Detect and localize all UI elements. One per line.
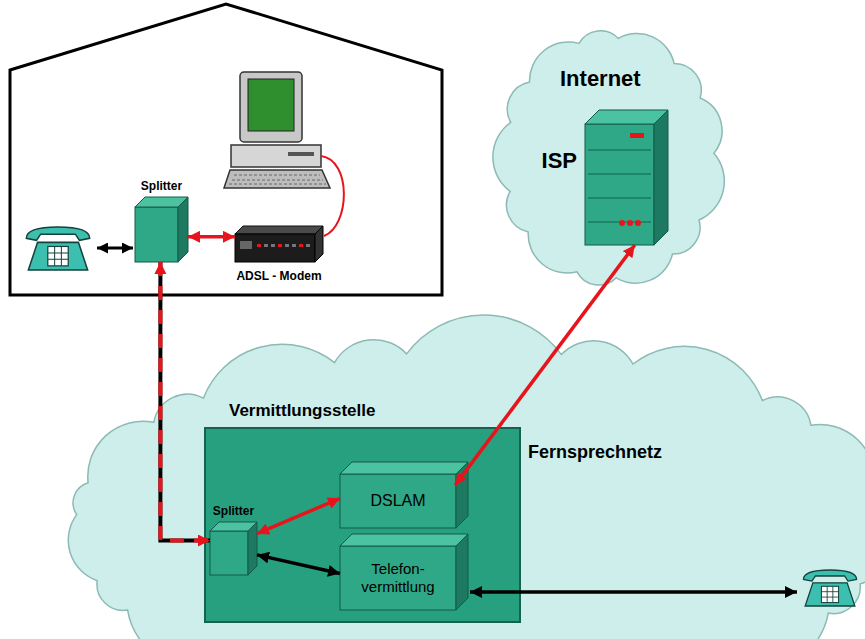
- cube-side: [248, 522, 257, 575]
- text-holder: DSLAM: [340, 474, 456, 528]
- cube-front: [585, 124, 654, 245]
- cube-top: [340, 534, 468, 546]
- connector-line: [455, 245, 635, 485]
- text-holder: Telefon- vermittlung: [340, 546, 456, 610]
- connector-line: [257, 555, 340, 574]
- text-holder: Internet: [560, 66, 641, 92]
- server-slot: [588, 173, 651, 175]
- connector-line: [188, 235, 235, 239]
- connector-line: [257, 498, 340, 533]
- modem-side: [315, 226, 323, 262]
- node-label: ISP: [542, 148, 577, 173]
- modem-led: [278, 244, 282, 247]
- node-label: DSLAM: [370, 491, 425, 510]
- connector-base: [160, 262, 210, 541]
- cloud-outline: [68, 315, 865, 639]
- connector: [160, 262, 210, 541]
- pc-cable: [321, 156, 344, 236]
- cube-front: [135, 207, 178, 262]
- telephone-icon: [803, 570, 856, 606]
- node-label: ADSL - Modem: [236, 269, 321, 283]
- cube-front: [340, 474, 456, 528]
- connector-dash: [160, 262, 210, 541]
- server-slot: [588, 197, 651, 199]
- cloud-outline: [493, 31, 724, 285]
- modem-led: [299, 244, 303, 247]
- node-label: Splitter: [213, 504, 254, 518]
- isp-server-outline: [585, 110, 668, 245]
- server-led: [627, 220, 633, 226]
- text-holder: Vermittlungsstelle: [229, 401, 375, 421]
- cube-top: [340, 462, 468, 474]
- connector: [455, 245, 635, 485]
- connector: [188, 236, 235, 237]
- cube-side: [654, 110, 668, 245]
- internet-cloud: InternetISP: [490, 22, 730, 294]
- pc-icon: [224, 72, 330, 188]
- splitter-box-outline: [210, 522, 257, 575]
- phone-link: [97, 247, 133, 250]
- connector: [257, 555, 340, 574]
- cube-front: [340, 546, 456, 610]
- dslam-box: DSLAM: [340, 462, 468, 528]
- switch-box: Telefon- vermittlung: [340, 534, 468, 610]
- modem-led: [292, 244, 296, 247]
- node-label: Internet: [560, 66, 641, 91]
- house-outline: [10, 4, 442, 295]
- server-led: [619, 220, 625, 226]
- node-label: Splitter: [141, 179, 182, 193]
- node-label: Vermittlungsstelle: [229, 401, 375, 420]
- server-led: [635, 220, 641, 226]
- text-holder: Splitter: [141, 176, 182, 194]
- text-holder: ISP: [542, 148, 577, 174]
- modem-top: [235, 226, 323, 234]
- connector: [257, 498, 340, 533]
- splitter-box: Splitter: [210, 522, 257, 575]
- adsl-modem-outline: [235, 226, 323, 262]
- telephone-icon: [26, 227, 89, 270]
- node-label: Telefon- vermittlung: [344, 560, 452, 596]
- splitter-box-outline: [135, 197, 188, 262]
- modem-led: [257, 244, 261, 247]
- text-holder: Splitter: [213, 501, 254, 519]
- server-slot: [588, 149, 651, 151]
- text-holder: Fernsprechnetz: [528, 442, 662, 463]
- text-holder: ADSL - Modem: [236, 266, 321, 284]
- modem-led: [285, 244, 289, 247]
- cube-side: [178, 197, 188, 262]
- cube-side: [456, 534, 468, 610]
- modem-badge: [240, 241, 252, 249]
- trunk-line: [470, 590, 797, 594]
- cube-front: [210, 531, 248, 575]
- splitter-box: Splitter: [135, 197, 188, 262]
- modem-led: [271, 244, 275, 247]
- modem-led: [306, 244, 310, 247]
- server-led: [630, 133, 644, 138]
- isp-server: ISP: [585, 110, 668, 245]
- adsl-modem: ADSL - Modem: [235, 226, 323, 262]
- modem-front: [235, 234, 315, 262]
- node-label: Fernsprechnetz: [528, 442, 662, 462]
- modem-led: [264, 244, 268, 247]
